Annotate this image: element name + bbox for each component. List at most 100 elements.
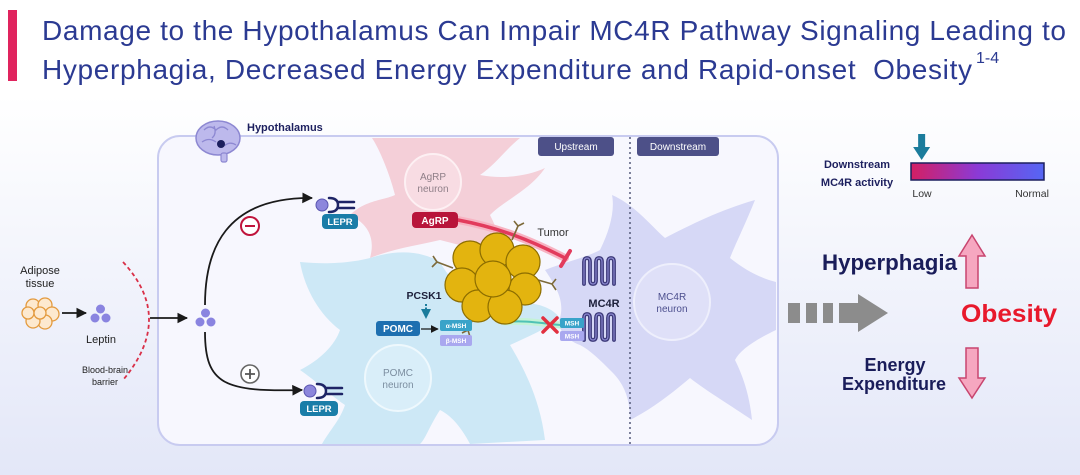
lepr-ligand bbox=[315, 198, 329, 212]
legend-title: Downstream bbox=[824, 159, 890, 171]
upstream-tag bbox=[538, 137, 614, 156]
leptin-icon-brain bbox=[195, 308, 216, 327]
pomc-neuron-label-2: neuron bbox=[382, 380, 413, 391]
dashed-arrow-dash bbox=[823, 303, 833, 323]
leptin-dot bbox=[90, 313, 100, 323]
dashed-arrow-dash bbox=[788, 303, 800, 323]
title-line-1: Damage to the Hypothalamus Can Impair MC… bbox=[42, 15, 1066, 46]
plus-icon bbox=[245, 369, 255, 379]
obesity-label: Obesity bbox=[961, 300, 1057, 328]
up-arrow-icon bbox=[957, 233, 987, 289]
adipocyte bbox=[21, 306, 35, 320]
mc4r-receptor-highlight bbox=[583, 313, 615, 341]
adipose-cells-icon bbox=[21, 297, 60, 330]
adipose-label: Adipose bbox=[20, 265, 60, 277]
tumor-icon bbox=[431, 220, 557, 338]
msh-bound-tag-2 bbox=[560, 331, 584, 341]
brain-icon bbox=[195, 120, 241, 163]
hypothalamus-marker bbox=[217, 140, 225, 148]
brain-icon-stem bbox=[220, 152, 228, 163]
adipocyte bbox=[33, 306, 47, 320]
lepr-bottom-label: LEPR bbox=[306, 404, 331, 415]
legend-low-label: Low bbox=[912, 188, 932, 200]
legend-title-2: MC4R activity bbox=[821, 177, 894, 189]
title-accent-bar bbox=[8, 10, 17, 81]
leptin-to-pomc-arrow bbox=[204, 331, 304, 396]
leptin-dot bbox=[96, 304, 105, 314]
leptin-label: Leptin bbox=[86, 334, 116, 346]
brain-icon-folds bbox=[201, 125, 237, 147]
leptin-dot bbox=[101, 313, 111, 323]
leptin-dot bbox=[195, 317, 205, 327]
mc4r-receptor-highlight bbox=[583, 257, 615, 285]
legend-normal-label: Normal bbox=[1015, 188, 1049, 200]
lepr-bottom-tag bbox=[300, 401, 338, 416]
alpha-msh-tag bbox=[440, 320, 472, 331]
tumor-spike bbox=[537, 278, 557, 291]
agrp-neuron-nucleus bbox=[404, 153, 462, 211]
dashed-arrow-head bbox=[839, 294, 888, 332]
dashed-arrow-icon bbox=[788, 294, 888, 332]
blood-brain-barrier-label-2: barrier bbox=[92, 377, 118, 387]
down-arrow-icon-head bbox=[913, 147, 931, 160]
hyperphagia-label: Hyperphagia bbox=[822, 250, 958, 275]
agrp-neuron-label-2: neuron bbox=[417, 184, 448, 195]
tumor-spike bbox=[511, 220, 525, 241]
leptin-dot bbox=[201, 308, 210, 318]
title-superscript: 1-4 bbox=[976, 50, 999, 67]
msh-bound-tag-1 bbox=[560, 318, 584, 328]
leptin-to-agrp-arrow bbox=[204, 192, 314, 306]
pcsk1-label: PCSK1 bbox=[406, 290, 441, 302]
pomc-neuron-label: POMC bbox=[383, 368, 413, 379]
down-arrow-icon-shaft bbox=[918, 134, 926, 148]
mc4r-receptor-icon bbox=[582, 256, 616, 286]
alpha-msh-label: α-MSH bbox=[446, 323, 467, 330]
msh-bound-label-2: MSH bbox=[565, 334, 580, 341]
activity-gradient-bar bbox=[910, 162, 1045, 181]
hypothalamus-label: Hypothalamus bbox=[247, 122, 323, 134]
pomc-neuron-body bbox=[300, 252, 560, 444]
mc4r-neuron-label-2: neuron bbox=[656, 304, 687, 315]
brain-icon-outline bbox=[195, 120, 241, 156]
lepr-receptor-icon bbox=[315, 196, 356, 214]
activity-level-indicator bbox=[913, 134, 931, 160]
adipose-label-2: tissue bbox=[26, 278, 55, 290]
agrp-tag bbox=[412, 212, 458, 228]
lepr-receptor-shape bbox=[315, 382, 344, 400]
mc4r-neuron-nucleus bbox=[633, 263, 711, 341]
blocked-x-icon bbox=[541, 316, 559, 334]
blood-brain-barrier-label: Blood-brain bbox=[82, 365, 128, 375]
dashed-arrow-dash bbox=[806, 303, 817, 323]
mc4r-receptor-icon bbox=[582, 312, 616, 342]
lepr-receptor-shape bbox=[327, 196, 356, 214]
agrp-tag-label: AgRP bbox=[421, 216, 449, 227]
lepr-ligand bbox=[303, 384, 317, 398]
mc4r-label: MC4R bbox=[588, 298, 619, 310]
tumor-spike bbox=[431, 255, 454, 269]
downstream-tag-label: Downstream bbox=[650, 142, 706, 153]
downstream-tag bbox=[637, 137, 719, 156]
upstream-tag-label: Upstream bbox=[554, 142, 597, 153]
leptin-dot bbox=[206, 317, 216, 327]
lepr-receptor-icon bbox=[303, 382, 344, 400]
down-arrow-icon bbox=[957, 347, 987, 400]
title-line-2: Hyperphagia, Decreased Energy Expenditur… bbox=[42, 54, 972, 85]
energy-expenditure-label: Energy bbox=[864, 355, 925, 375]
agrp-inhibition-cap bbox=[559, 249, 572, 268]
agrp-neuron-label: AgRP bbox=[420, 172, 446, 183]
pomc-tag bbox=[376, 321, 420, 336]
leptin-icon bbox=[90, 304, 111, 323]
beta-msh-tag bbox=[440, 335, 472, 346]
lepr-top-label: LEPR bbox=[327, 217, 352, 228]
blood-brain-barrier-line bbox=[122, 261, 150, 381]
lepr-top-tag bbox=[322, 214, 358, 229]
energy-expenditure-label-2: Expenditure bbox=[842, 374, 946, 394]
msh-bound-label-1: MSH bbox=[565, 321, 580, 328]
tumor-cell bbox=[474, 260, 512, 298]
tumor-label: Tumor bbox=[537, 227, 569, 239]
pomc-neuron-nucleus bbox=[364, 344, 432, 412]
mc4r-neuron-label: MC4R bbox=[658, 292, 686, 303]
pomc-tag-label: POMC bbox=[383, 324, 413, 335]
beta-msh-label: β-MSH bbox=[446, 338, 467, 345]
